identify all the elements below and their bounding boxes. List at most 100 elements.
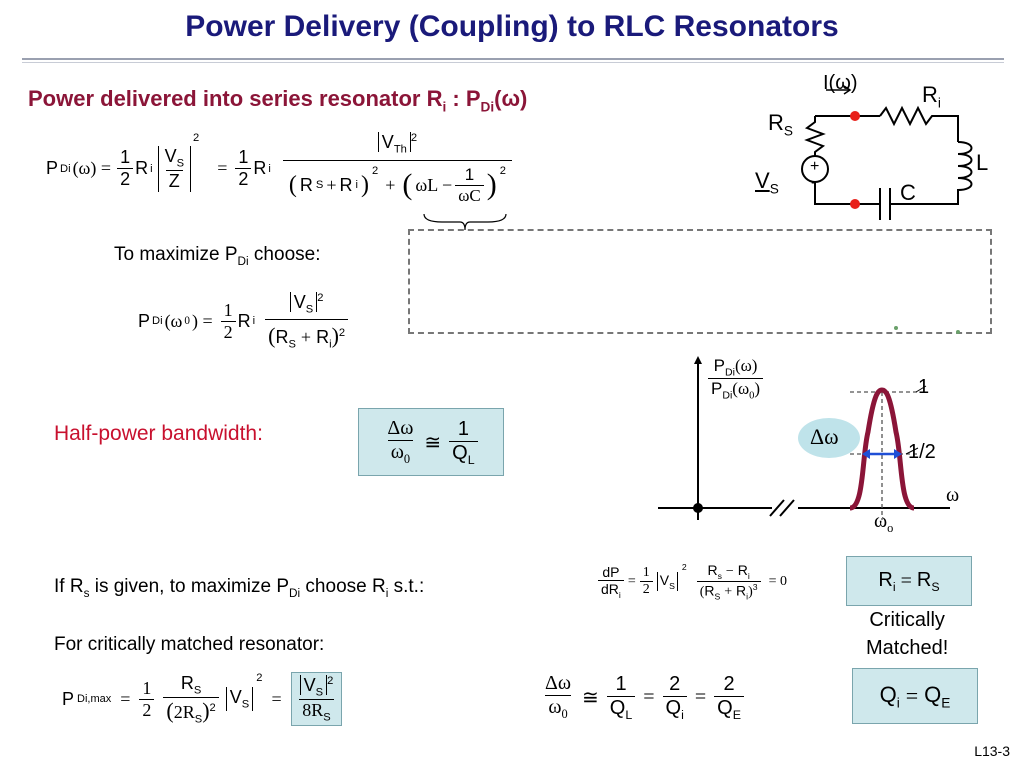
pmax-res-vs-sub: S xyxy=(315,686,324,699)
eq1-wc: ωC xyxy=(455,184,484,206)
eq1-half-num-2: 1 xyxy=(238,147,249,168)
eq2-ri-sub: i xyxy=(252,315,256,328)
eq1-ri-2: R xyxy=(253,158,267,179)
eq1-ri-sub: i xyxy=(150,162,153,175)
eq2-plus: + xyxy=(300,326,312,347)
crit-di: Di xyxy=(289,586,301,600)
matched-resonator-label: For critically matched resonator: xyxy=(54,634,325,655)
eq2-ri: R xyxy=(237,310,251,331)
title-divider-thin xyxy=(22,62,1004,63)
ylabel-num-sub: Di xyxy=(724,366,735,379)
eq1-vs-sub: S xyxy=(176,157,185,170)
ylabel-num-arg: (ω) xyxy=(734,356,758,375)
box-rs: R xyxy=(916,568,932,591)
q-qe: Q xyxy=(717,696,733,719)
ylabel-den-close: ) xyxy=(754,379,761,399)
box-qe-sub: E xyxy=(941,695,951,711)
deriv-half-den: 2 xyxy=(639,581,653,598)
eq2-arg: (ω xyxy=(164,310,183,331)
pmax-lhs: P xyxy=(62,688,75,709)
eq2-rs-sub: S xyxy=(288,338,296,351)
deriv-num-r: R xyxy=(707,562,718,578)
c-label: C xyxy=(900,180,916,205)
eq1-den-sq1: 2 xyxy=(372,164,379,177)
heading-text: Power delivered into series resonator R xyxy=(28,86,443,111)
l-label: L xyxy=(976,150,989,175)
pmax-half-num: 1 xyxy=(142,677,152,698)
q-w0-sub: 0 xyxy=(561,707,568,721)
heading-sub-i: i xyxy=(442,99,447,115)
pmax-lhs-sub: Di,max xyxy=(77,693,112,706)
page-title: Power Delivery (Coupling) to RLC Resonat… xyxy=(185,10,839,43)
q-qi-sub: i xyxy=(681,707,684,722)
deriv-dri-sub: i xyxy=(618,589,621,600)
qi-equals-qe-box: Qi = QE xyxy=(852,668,978,724)
title-divider xyxy=(22,58,1004,60)
y-axis-label: PDi(ω) PDi(ω0) xyxy=(708,356,764,402)
eq1-half-den-2: 2 xyxy=(235,168,252,190)
bw-dw: Δω xyxy=(387,417,414,439)
half-power-label: Half-power bandwidth: xyxy=(54,422,263,445)
eq1-equals: = xyxy=(217,158,228,179)
critical-condition-label: If Rs is given, to maximize PDi choose R… xyxy=(54,576,424,600)
eq2-vs-sq: 2 xyxy=(317,292,324,304)
resonance-curve xyxy=(849,387,915,511)
maximize-tail: choose: xyxy=(248,244,321,265)
eq2-den-sq: 2 xyxy=(338,326,346,339)
eq1-den-sq2: 2 xyxy=(499,164,506,177)
eq1-ri: R xyxy=(135,158,149,179)
eq2-arg-sub: 0 xyxy=(184,315,190,328)
deriv-zero: = 0 xyxy=(768,573,787,589)
circuit-rs: R xyxy=(768,110,784,135)
eq2-arg-close: ) = xyxy=(191,310,213,331)
eq1-plus-2: + xyxy=(385,174,396,195)
heading-sub-di: Di xyxy=(480,99,495,115)
maximize-text: To maximize P xyxy=(114,244,238,265)
circuit-rs-sub: S xyxy=(783,123,793,139)
eq2-vs: V xyxy=(293,292,306,312)
ri-equals-rs-box: Ri = RS xyxy=(846,556,972,606)
current-label: I(ω) xyxy=(823,72,858,94)
level-one-label: 1 xyxy=(918,376,930,398)
pmax-two-rs-sub: S xyxy=(194,713,203,726)
ylabel-num: P xyxy=(713,356,725,375)
eq1-arg: (ω) = xyxy=(72,158,112,179)
q-w0: ω xyxy=(548,696,562,718)
pmax-vs: V xyxy=(229,687,242,708)
deriv-den-rs: R xyxy=(704,582,715,599)
circuit-vs: V xyxy=(755,168,770,193)
eq2-ri2: R xyxy=(316,326,330,347)
ylabel-den: P xyxy=(711,379,723,399)
crit-mid: is given, to maximize P xyxy=(89,576,290,597)
deriv-dp: dP xyxy=(602,563,620,580)
eq1-plus: + xyxy=(326,174,337,195)
q-approx: ≅ xyxy=(582,686,599,709)
note-line-1: Critically xyxy=(869,609,945,631)
origin-dot xyxy=(693,503,703,513)
q-dw: Δω xyxy=(545,672,572,694)
dot-mark-2 xyxy=(956,330,960,334)
circuit-ri: R xyxy=(922,82,938,107)
x-axis-label: ω xyxy=(946,484,960,506)
note-line-2: Matched! xyxy=(866,637,949,659)
eq2-lhs-sub: Di xyxy=(152,315,163,328)
pmax-den-sq: 2 xyxy=(209,701,216,714)
q-one: 1 xyxy=(615,672,627,695)
bw-q: Q xyxy=(452,441,468,464)
ylabel-den-arg-sub: 0 xyxy=(749,390,755,402)
eq1-vth-sq: 2 xyxy=(410,132,418,144)
eq1-z: Z xyxy=(165,169,183,192)
eq2-half-den: 2 xyxy=(220,320,236,343)
heading-tail: (ω) xyxy=(494,86,528,111)
maximize-label: To maximize PDi choose: xyxy=(114,244,320,268)
eq2-half-num: 1 xyxy=(223,299,233,320)
box-rs-sub: S xyxy=(931,579,940,594)
box-ri: R xyxy=(878,568,893,591)
box-qi-sub: i xyxy=(896,695,900,711)
